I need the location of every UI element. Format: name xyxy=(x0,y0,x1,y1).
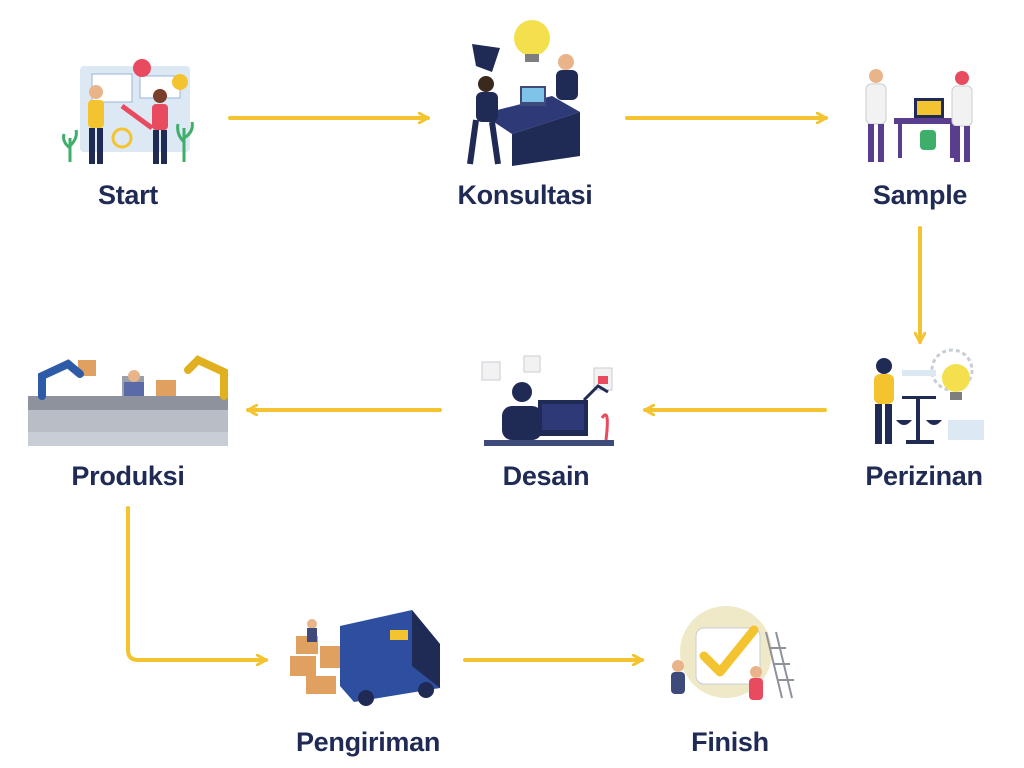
step-label-konsultasi: Konsultasi xyxy=(457,180,593,210)
designer-desk-icon xyxy=(481,355,614,446)
step-label-pengiriman: Pengiriman xyxy=(295,727,441,757)
laboratory-scientists-icon xyxy=(865,69,973,162)
team-brainstorm-icon xyxy=(62,59,194,164)
delivery-truck-icon xyxy=(290,610,440,706)
arrow-produksi-to-pengiriman xyxy=(126,506,268,660)
checkmark-celebration-icon xyxy=(671,606,794,700)
scales-permit-icon xyxy=(874,348,984,444)
step-label-finish: Finish xyxy=(691,727,769,757)
step-label-sample: Sample xyxy=(872,180,968,210)
step-label-produksi: Produksi xyxy=(71,461,185,491)
consultation-lightbulb-icon xyxy=(467,20,580,166)
factory-robot-arms-icon xyxy=(28,355,228,446)
step-label-desain: Desain xyxy=(502,461,590,491)
step-label-start: Start xyxy=(97,180,158,210)
step-label-perizinan: Perizinan xyxy=(865,461,983,491)
